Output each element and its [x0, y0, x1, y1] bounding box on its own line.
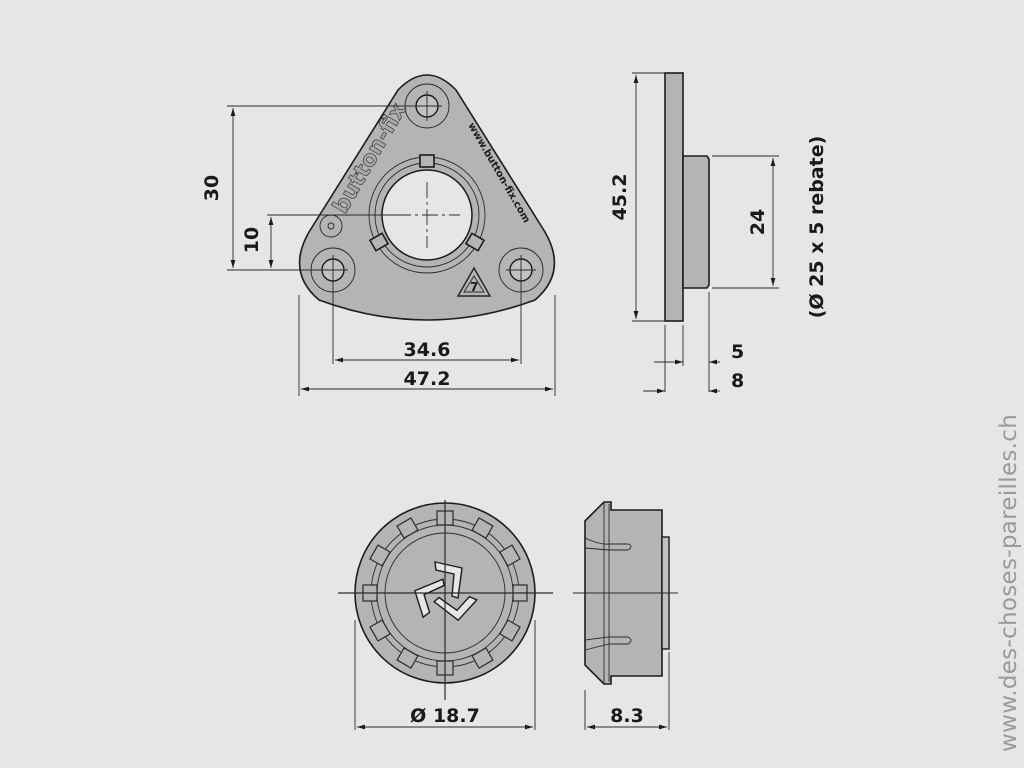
button-front-view	[338, 500, 553, 700]
front-view-dimensions: 30 10 34.6 47.2	[201, 105, 556, 396]
plate-side-view	[664, 72, 710, 322]
dim-5: 5	[731, 341, 744, 363]
plate-front-view: button-fix www.button-fix.com 7	[298, 74, 556, 321]
recycling-icon: 7	[456, 266, 492, 297]
button-front-dimensions: Ø 18.7	[354, 620, 536, 730]
svg-text:7: 7	[470, 280, 478, 294]
dim-30: 30	[201, 175, 223, 201]
dim-8: 8	[731, 370, 744, 392]
button-side-dimensions: 8.3	[584, 652, 670, 730]
dim-24: 24	[747, 209, 769, 235]
button-side-view	[573, 501, 678, 685]
side-view-dimensions: 45.2 24 (Ø 25 x 5 rebate) 5 8	[609, 72, 828, 394]
rebate-note: (Ø 25 x 5 rebate)	[806, 136, 828, 319]
dim-45-2: 45.2	[609, 174, 631, 221]
dim-8-3: 8.3	[610, 705, 644, 727]
watermark-url: www.des-choses-pareilles.ch	[996, 413, 1022, 752]
dim-10: 10	[241, 227, 263, 253]
dim-47-2: 47.2	[404, 368, 451, 390]
dim-34-6: 34.6	[404, 339, 451, 361]
dim-diameter-18-7: Ø 18.7	[410, 705, 480, 727]
